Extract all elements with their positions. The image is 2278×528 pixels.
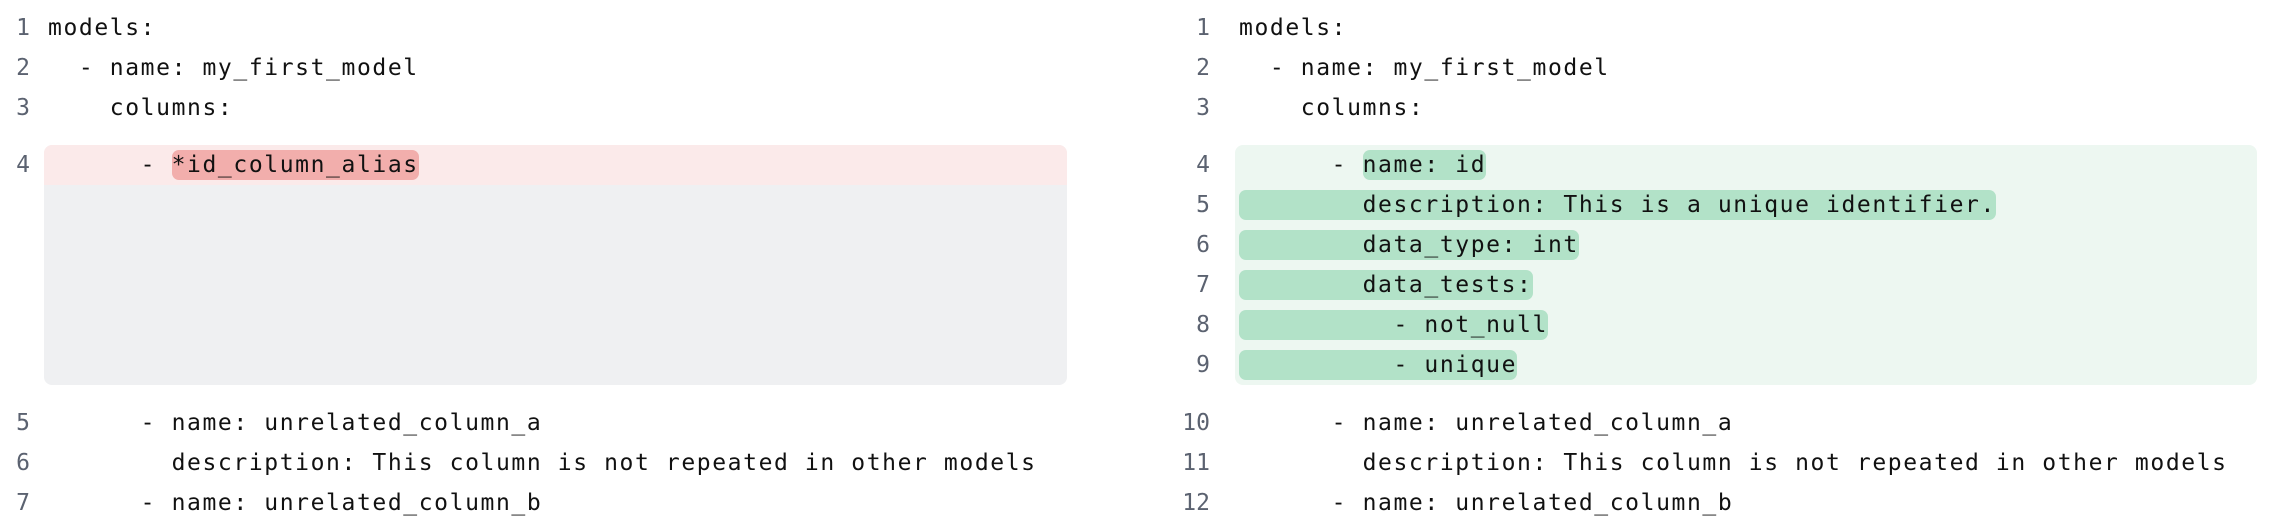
line-text-plain: - name: unrelated_column_b: [1239, 490, 1734, 516]
line-number: 4: [16, 152, 30, 178]
line-text: description: This column is not repeated…: [1239, 443, 2228, 483]
line-text: - not_null: [1239, 305, 1548, 345]
line-text-plain: -: [1239, 152, 1363, 178]
line-text: data_tests:: [1239, 265, 1533, 305]
code-line: 11 description: This column is not repea…: [1180, 443, 2278, 483]
line-number: 11: [1182, 450, 1210, 476]
line-number: 9: [1196, 352, 1210, 378]
line-text: - name: id: [1239, 145, 1487, 185]
code-line: 1 models:: [1180, 8, 2278, 48]
added-text-highlight: - unique: [1239, 350, 1518, 380]
code-line: 6 description: This column is not repeat…: [0, 443, 1090, 483]
code-line: 1 models:: [0, 8, 1090, 48]
code-line: 3 columns:: [1180, 88, 2278, 128]
line-text: models:: [1239, 8, 1347, 48]
line-text-plain: - name: unrelated_column_b: [48, 490, 543, 516]
code-line: 2 - name: my_first_model: [1180, 48, 2278, 88]
line-number: 3: [1196, 95, 1210, 121]
line-number: 1: [1196, 15, 1210, 41]
line-text-plain: description: This column is not repeated…: [1239, 450, 2228, 476]
line-number: 5: [1196, 192, 1210, 218]
code-line: 7 - name: unrelated_column_b: [0, 483, 1090, 523]
added-text-highlight: description: This is a unique identifier…: [1239, 190, 1996, 220]
removed-text-highlight: *id_column_alias: [171, 150, 419, 180]
removed-hunk: 4 - *id_column_alias: [16, 145, 1067, 385]
line-text: columns:: [48, 88, 233, 128]
code-line: 5 - name: unrelated_column_a: [0, 403, 1090, 443]
added-text-highlight: data_type: int: [1239, 230, 1579, 260]
line-text: description: This is a unique identifier…: [1239, 185, 1996, 225]
added-code-line: 8 - not_null: [1180, 305, 2257, 345]
line-number: 4: [1196, 152, 1210, 178]
added-lines: 4 - name: id 5 description: This is a uni…: [1196, 145, 2257, 385]
code-line: 2 - name: my_first_model: [0, 48, 1090, 88]
line-number: 3: [16, 95, 30, 121]
line-text-plain: -: [48, 152, 172, 178]
line-text-plain: models:: [1239, 15, 1348, 41]
added-text-highlight: name: id: [1362, 150, 1487, 180]
line-number: 2: [16, 55, 30, 81]
line-text-plain: description: This column is not repeated…: [48, 450, 1037, 476]
added-code-line: 6 data_type: int: [1180, 225, 2257, 265]
line-text-plain: - name: unrelated_column_a: [1239, 410, 1734, 436]
added-code-line: 5 description: This is a unique identifi…: [1180, 185, 2257, 225]
added-code-line: 9 - unique: [1180, 345, 2257, 385]
line-text-plain: models:: [48, 15, 157, 41]
line-text-plain: - name: unrelated_column_a: [48, 410, 543, 436]
line-text-plain: - name: my_first_model: [48, 55, 419, 81]
line-number: 8: [1196, 312, 1210, 338]
line-number: 2: [1196, 55, 1210, 81]
code-line: 12 - name: unrelated_column_b: [1180, 483, 2278, 523]
code-line: 10 - name: unrelated_column_a: [1180, 403, 2278, 443]
line-text: - name: unrelated_column_b: [48, 483, 542, 523]
placeholder-gap: [44, 185, 1067, 385]
line-text: - name: my_first_model: [48, 48, 419, 88]
line-text-plain: - name: my_first_model: [1239, 55, 1610, 81]
added-text-highlight: - not_null: [1239, 310, 1548, 340]
removed-code-line: 4 - *id_column_alias: [0, 145, 1067, 185]
line-number: 6: [16, 450, 30, 476]
line-text: - *id_column_alias: [48, 145, 419, 185]
line-number: 7: [16, 490, 30, 516]
line-number: 12: [1182, 490, 1210, 516]
added-hunk: 4 - name: id 5 description: This is a uni…: [1196, 145, 2257, 385]
added-text-highlight: data_tests:: [1239, 270, 1533, 300]
line-text: models:: [48, 8, 156, 48]
line-text: - name: unrelated_column_b: [1239, 483, 1733, 523]
line-number: 5: [16, 410, 30, 436]
line-text: - unique: [1239, 345, 1518, 385]
line-text: - name: unrelated_column_a: [1239, 403, 1733, 443]
line-text-plain: columns:: [48, 95, 234, 121]
line-number: 7: [1196, 272, 1210, 298]
code-line: 3 columns:: [0, 88, 1090, 128]
line-number: 1: [16, 15, 30, 41]
line-number: 10: [1182, 410, 1210, 436]
line-text: description: This column is not repeated…: [48, 443, 1037, 483]
line-text: - name: my_first_model: [1239, 48, 1610, 88]
line-number: 6: [1196, 232, 1210, 258]
removed-lines: 4 - *id_column_alias: [16, 145, 1067, 185]
line-text: data_type: int: [1239, 225, 1579, 265]
added-code-line: 4 - name: id: [1180, 145, 2257, 185]
line-text-plain: columns:: [1239, 95, 1425, 121]
line-text: - name: unrelated_column_a: [48, 403, 542, 443]
added-code-line: 7 data_tests:: [1180, 265, 2257, 305]
line-text: columns:: [1239, 88, 1424, 128]
